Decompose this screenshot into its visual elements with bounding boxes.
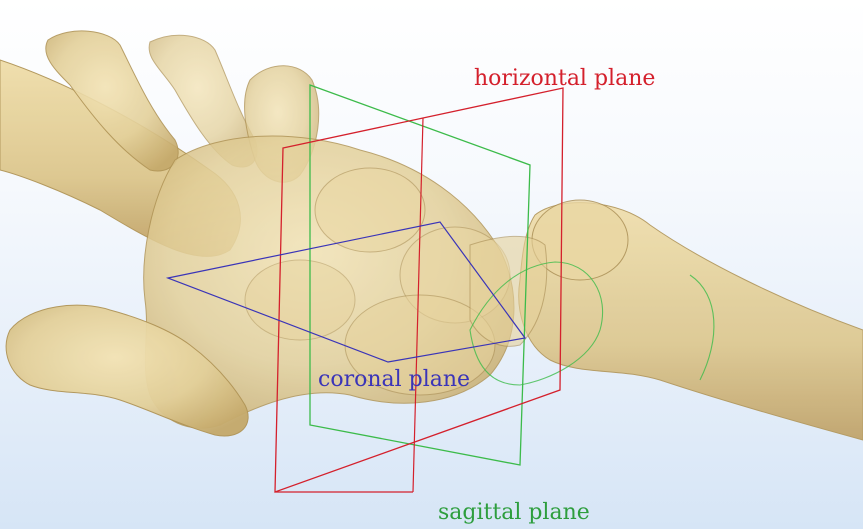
carpal-bone-a: [315, 168, 425, 252]
